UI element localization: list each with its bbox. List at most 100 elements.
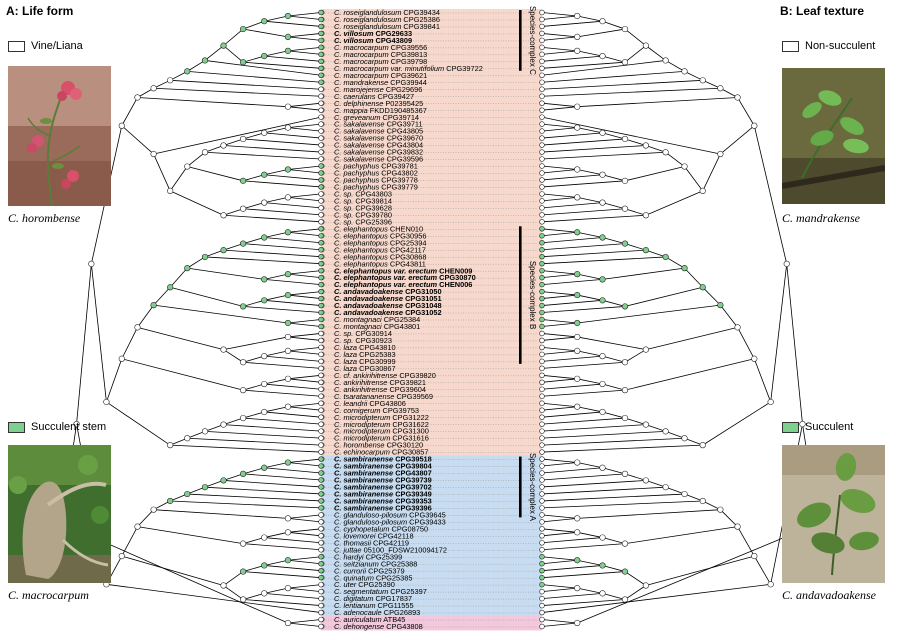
tree-branch — [665, 486, 685, 495]
tree-branch — [287, 347, 322, 352]
tree-branch — [223, 249, 322, 258]
tip-state — [539, 428, 545, 434]
tree-branch — [541, 500, 703, 509]
tree-branch — [624, 45, 647, 63]
tree-branch — [223, 138, 244, 146]
tree-branch — [577, 169, 603, 176]
taxon-band — [321, 71, 542, 80]
tip-state — [539, 491, 545, 497]
node-state — [717, 85, 724, 92]
taxon-band — [321, 553, 542, 561]
photo-mandrakense — [782, 68, 885, 204]
node-state — [220, 247, 227, 254]
tree-branch — [243, 389, 322, 397]
node-state — [681, 163, 688, 170]
tree-branch — [577, 127, 603, 134]
taxon-band — [321, 371, 542, 380]
node-state — [184, 490, 191, 498]
tree-branch — [541, 417, 626, 425]
tree-branch — [753, 555, 772, 585]
tree-branch — [287, 322, 322, 327]
node-state — [574, 229, 581, 236]
taxon-band — [321, 574, 542, 582]
node-state — [167, 284, 174, 291]
taxon-bands — [321, 9, 542, 631]
node-state — [118, 355, 125, 362]
tree-branch — [541, 556, 578, 561]
node-state — [574, 459, 581, 466]
tree-branch — [541, 36, 578, 41]
node-state — [734, 523, 741, 530]
tip-state — [539, 379, 545, 385]
taxon-label: C. elephantopus var. erectum CHEN006 — [334, 280, 472, 289]
taxon-label: C. andavadoakense CPG31051 — [334, 294, 442, 303]
node-state — [599, 52, 606, 60]
node-state — [621, 25, 629, 33]
tip-state — [539, 498, 545, 504]
tree-branch — [287, 165, 322, 170]
tree-branch — [541, 180, 626, 188]
tree-branch — [720, 304, 738, 328]
taxon-label: C. laza CPG25383 — [334, 350, 396, 359]
taxon-band — [321, 581, 542, 589]
tree-branch — [264, 559, 289, 566]
node-state — [220, 142, 227, 149]
panel-b-title: B: Leaf texture — [780, 4, 865, 18]
tip-state — [318, 512, 324, 518]
tree-branch — [170, 79, 322, 90]
taxon-band — [321, 616, 542, 624]
node-state — [783, 260, 790, 267]
taxon-label: C. leandrii CPG43806 — [334, 399, 406, 408]
tree-branch — [645, 190, 703, 216]
node-state — [220, 346, 227, 353]
taxon-band — [321, 78, 542, 87]
taxon-label: C. villosum CPG29633 — [334, 29, 412, 38]
tree-branch — [541, 174, 603, 181]
taxon-band — [321, 57, 542, 66]
tip-state — [318, 574, 324, 581]
taxon-band — [321, 567, 542, 575]
taxon-band — [321, 134, 542, 142]
tip-state — [318, 156, 324, 162]
node-state — [220, 582, 227, 589]
tree-branch — [541, 165, 578, 170]
node-state — [599, 353, 606, 360]
node-state — [284, 194, 292, 201]
tree-branch — [541, 208, 626, 216]
node-state — [261, 380, 268, 388]
node-state — [574, 375, 581, 382]
tree-branch — [541, 473, 626, 481]
taxon-band — [321, 190, 542, 198]
tree-branch — [243, 383, 265, 391]
tree-branch — [541, 619, 578, 624]
tip-state — [318, 498, 324, 504]
tree-branch — [720, 125, 755, 155]
tree-branch — [602, 565, 626, 572]
tree-branch — [287, 584, 322, 589]
caption-mandrakense: C. mandrakense — [782, 211, 860, 225]
taxon-label: C. thomasii CPG42119 — [334, 538, 409, 547]
tip-state — [318, 421, 324, 427]
node-state — [284, 271, 292, 278]
taxon-label: C. digitatum CPG17837 — [334, 594, 412, 603]
tree-branch — [243, 417, 322, 425]
tree-branch — [541, 389, 626, 397]
tree-branch — [720, 509, 738, 527]
tree-branch — [264, 592, 322, 599]
tree-branch — [223, 28, 244, 46]
tree-branch — [684, 493, 703, 502]
tree-branch — [541, 383, 603, 390]
tree-branch — [624, 28, 647, 46]
tree-branch — [243, 537, 265, 545]
node-state — [261, 534, 268, 541]
legend-vine-liana: Vine/Liana — [8, 40, 83, 52]
tree-branch — [264, 174, 322, 181]
tree-branch — [243, 565, 265, 572]
tree-branch — [541, 214, 646, 223]
tip-state — [539, 567, 545, 574]
tree-branch — [153, 304, 288, 324]
tree-branch — [223, 214, 322, 223]
taxon-band — [321, 455, 542, 463]
taxon-label: C. laza CPG30999 — [334, 357, 396, 366]
taxon-band — [321, 169, 542, 177]
